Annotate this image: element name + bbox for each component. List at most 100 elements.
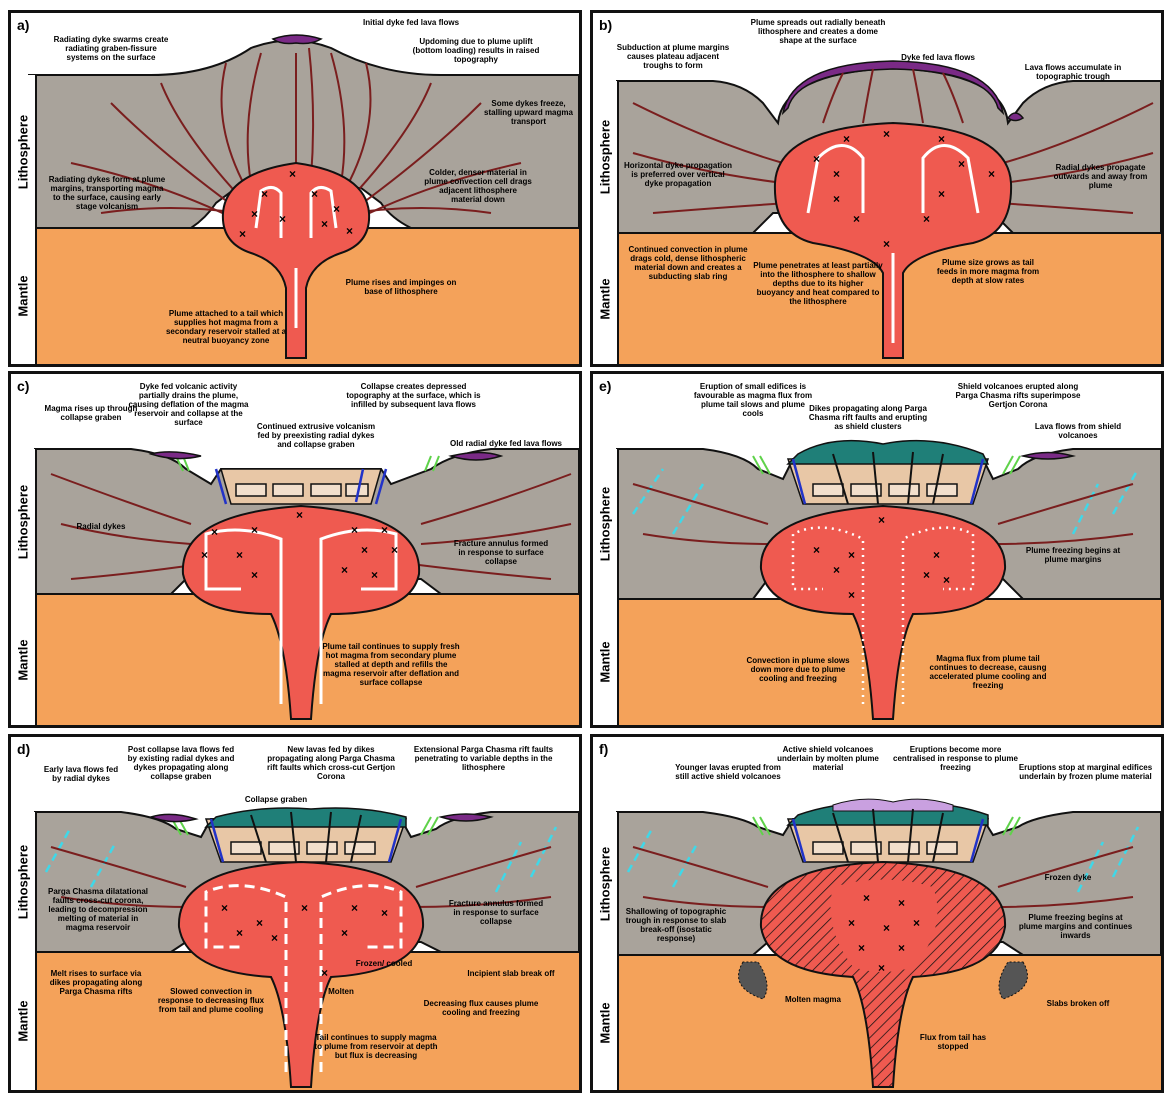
lava-flow bbox=[273, 35, 321, 44]
svg-text:×: × bbox=[853, 212, 860, 226]
mantle-label-box: Mantle bbox=[11, 952, 37, 1090]
annotation: Shallowing of topographic trough in resp… bbox=[621, 907, 731, 943]
mantle-label: Mantle bbox=[598, 1002, 613, 1043]
svg-text:×: × bbox=[813, 543, 820, 557]
annotation: Shield volcanoes erupted along Parga Cha… bbox=[948, 382, 1088, 409]
svg-text:×: × bbox=[371, 568, 378, 582]
annotation: Fracture annulus formed in response to s… bbox=[446, 899, 546, 926]
annotation: Some dykes freeze, stalling upward magma… bbox=[481, 99, 576, 126]
svg-text:×: × bbox=[236, 548, 243, 562]
annotation: Post collapse lava flows fed by existing… bbox=[126, 745, 236, 781]
panel-a: ××× ××× ××× Lithosphere Mantle a) Initia… bbox=[8, 10, 582, 367]
annotation: Slabs broken off bbox=[1033, 999, 1123, 1008]
lithosphere-label-box: Lithosphere bbox=[11, 75, 37, 228]
svg-text:×: × bbox=[251, 523, 258, 537]
lithosphere-label: Lithosphere bbox=[598, 846, 613, 920]
svg-text:×: × bbox=[391, 543, 398, 557]
svg-text:×: × bbox=[351, 523, 358, 537]
annotation: Plume penetrates at least partially into… bbox=[753, 261, 883, 306]
annotation: Radial dykes propagate outwards and away… bbox=[1053, 163, 1148, 190]
annotation: Plume tail continues to supply fresh hot… bbox=[321, 642, 461, 687]
svg-text:×: × bbox=[988, 167, 995, 181]
annotation: Frozen/ cooled bbox=[349, 959, 419, 968]
panel-label: c) bbox=[17, 378, 29, 394]
svg-text:×: × bbox=[261, 187, 268, 201]
annotation: Plume rises and impinges on base of lith… bbox=[341, 278, 461, 296]
svg-text:×: × bbox=[271, 931, 278, 945]
mantle-label-box: Mantle bbox=[11, 228, 37, 364]
svg-text:×: × bbox=[813, 152, 820, 166]
svg-text:×: × bbox=[958, 157, 965, 171]
svg-text:×: × bbox=[279, 212, 286, 226]
svg-text:×: × bbox=[236, 926, 243, 940]
panel-c: ××××× ×××× ××× Lithosphere Mantle c) Dyk… bbox=[8, 371, 582, 728]
panel-label: b) bbox=[599, 17, 612, 33]
annotation: Old radial dyke fed lava flows bbox=[441, 439, 571, 448]
mantle-label: Mantle bbox=[598, 641, 613, 682]
annotation: Eruptions stop at marginal edifices unde… bbox=[1018, 763, 1153, 781]
annotation: Lava flows accumulate in topographic tro… bbox=[1013, 63, 1133, 81]
mantle-label: Mantle bbox=[16, 1000, 31, 1041]
annotation: Plume spreads out radially beneath litho… bbox=[748, 18, 888, 45]
lithosphere-label: Lithosphere bbox=[598, 120, 613, 194]
annotation: Extensional Parga Chasma rift faults pen… bbox=[411, 745, 556, 772]
svg-text:×: × bbox=[883, 921, 890, 935]
svg-text:×: × bbox=[883, 127, 890, 141]
svg-text:×: × bbox=[251, 207, 258, 221]
annotation: Continued extrusive volcanism fed by pre… bbox=[251, 422, 381, 449]
annotation: Decreasing flux causes plume cooling and… bbox=[421, 999, 541, 1017]
annotation: Parga Chasma dilatational faults cross-c… bbox=[43, 887, 153, 932]
annotation: Radial dykes bbox=[71, 522, 131, 531]
svg-text:×: × bbox=[943, 573, 950, 587]
annotation: Younger lavas erupted from still active … bbox=[673, 763, 783, 781]
svg-text:×: × bbox=[858, 941, 865, 955]
svg-text:×: × bbox=[883, 237, 890, 251]
annotation: Initial dyke fed lava flows bbox=[341, 18, 481, 27]
annotation: Colder, denser material in plume convect… bbox=[423, 168, 533, 204]
mantle-label-box: Mantle bbox=[593, 233, 619, 364]
svg-text:×: × bbox=[923, 212, 930, 226]
svg-text:×: × bbox=[311, 187, 318, 201]
mantle-label: Mantle bbox=[16, 639, 31, 680]
annotation: Plume freezing begins at plume margins bbox=[1018, 546, 1128, 564]
lithosphere-label-box: Lithosphere bbox=[593, 449, 619, 599]
lithosphere-label-box: Lithosphere bbox=[11, 449, 37, 594]
svg-text:×: × bbox=[351, 901, 358, 915]
annotation: Radiating dykes form at plume margins, t… bbox=[47, 175, 167, 211]
svg-text:×: × bbox=[341, 926, 348, 940]
annotation: Molten magma bbox=[783, 995, 843, 1004]
annotation: Active shield volcanoes underlain by mol… bbox=[768, 745, 888, 772]
svg-text:×: × bbox=[301, 901, 308, 915]
panel-label: d) bbox=[17, 741, 30, 757]
annotation: Magma rises up through collapse graben bbox=[41, 404, 141, 422]
mantle-label-box: Mantle bbox=[593, 599, 619, 725]
svg-text:×: × bbox=[898, 941, 905, 955]
svg-text:×: × bbox=[381, 906, 388, 920]
svg-text:×: × bbox=[843, 132, 850, 146]
annotation: Plume freezing begins at plume margins a… bbox=[1018, 913, 1133, 940]
annotation: Subduction at plume margins causes plate… bbox=[613, 43, 733, 70]
panel-label: e) bbox=[599, 378, 611, 394]
mantle-label-box: Mantle bbox=[593, 955, 619, 1090]
svg-text:×: × bbox=[211, 525, 218, 539]
svg-text:×: × bbox=[878, 961, 885, 975]
panel-label: f) bbox=[599, 741, 608, 757]
mantle-label: Mantle bbox=[598, 278, 613, 319]
lithosphere-label: Lithosphere bbox=[16, 484, 31, 558]
annotation: Tail continues to supply magma to plume … bbox=[311, 1033, 441, 1060]
annotation: Fracture annulus formed in response to s… bbox=[451, 539, 551, 566]
mantle-label-box: Mantle bbox=[11, 594, 37, 725]
mantle-label: Mantle bbox=[16, 275, 31, 316]
svg-text:×: × bbox=[381, 523, 388, 537]
svg-text:×: × bbox=[341, 563, 348, 577]
annotation: Eruptions become more centralised in res… bbox=[893, 745, 1018, 772]
svg-text:×: × bbox=[898, 896, 905, 910]
lithosphere-label-box: Lithosphere bbox=[593, 812, 619, 955]
annotation: Plume size grows as tail feeds in more m… bbox=[933, 258, 1043, 285]
annotation: Incipient slab break off bbox=[456, 969, 566, 978]
annotation: Radiating dyke swarms create radiating g… bbox=[51, 35, 171, 62]
svg-text:×: × bbox=[289, 167, 296, 181]
svg-text:×: × bbox=[221, 901, 228, 915]
svg-text:×: × bbox=[848, 916, 855, 930]
svg-text:×: × bbox=[913, 916, 920, 930]
